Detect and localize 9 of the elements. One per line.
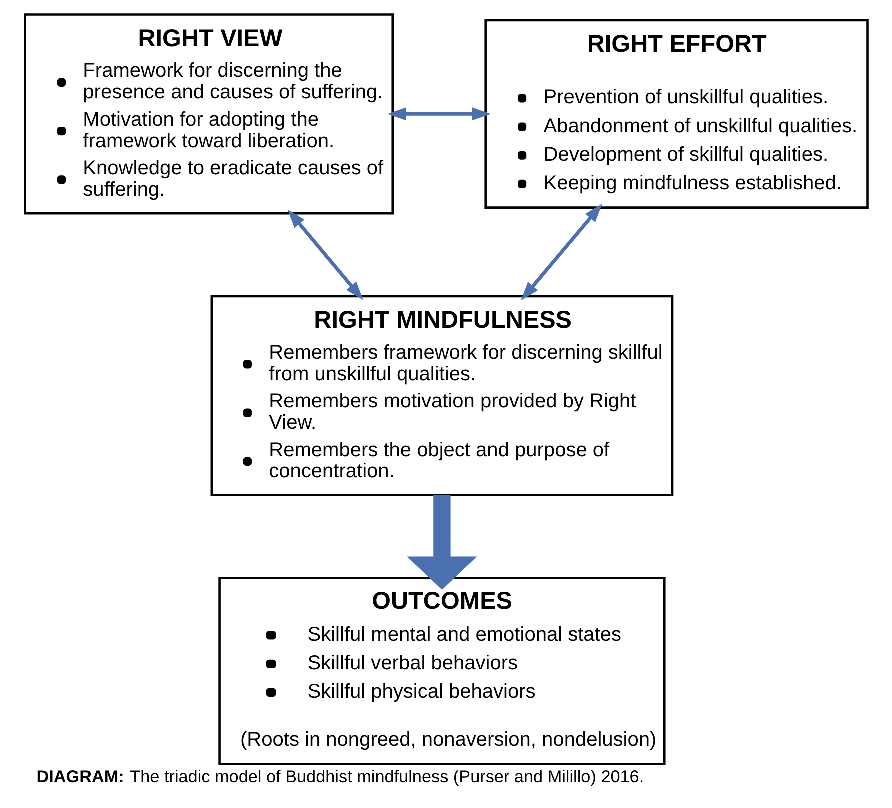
arrow [387,107,491,120]
arrow [520,203,602,300]
node-box: RIGHT EFFORT Prevention of unskillful qualities. Abandonment of unskillful qualities. Development of skillful qualities. Keeping mindfulness established. [484,18,868,208]
caption: DIAGRAM: The triadic model of Buddhist mindfulness (Purser and Milillo) 2016. [36,766,644,786]
node-box: RIGHT MINDFULNESS Remembers framework for discerning skillful from unskillful qualities. Remembers motivation provided by Right View. Remembers the object and purpose of concentration. [210,294,674,496]
arrow [406,494,477,590]
node-box: OUTCOMES Skillful mental and emotional states Skillful verbal behaviors Skillful physical behaviors (Roots in nongreed, nonaversion, nondelusion) [218,576,666,765]
node-box: RIGHT VIEW Framework for discerning the presence and causes of suffering. Motivation for adopting the framework toward liberation. Knowledge to eradicate causes of suffering. [24,13,394,214]
arrow [287,209,363,300]
